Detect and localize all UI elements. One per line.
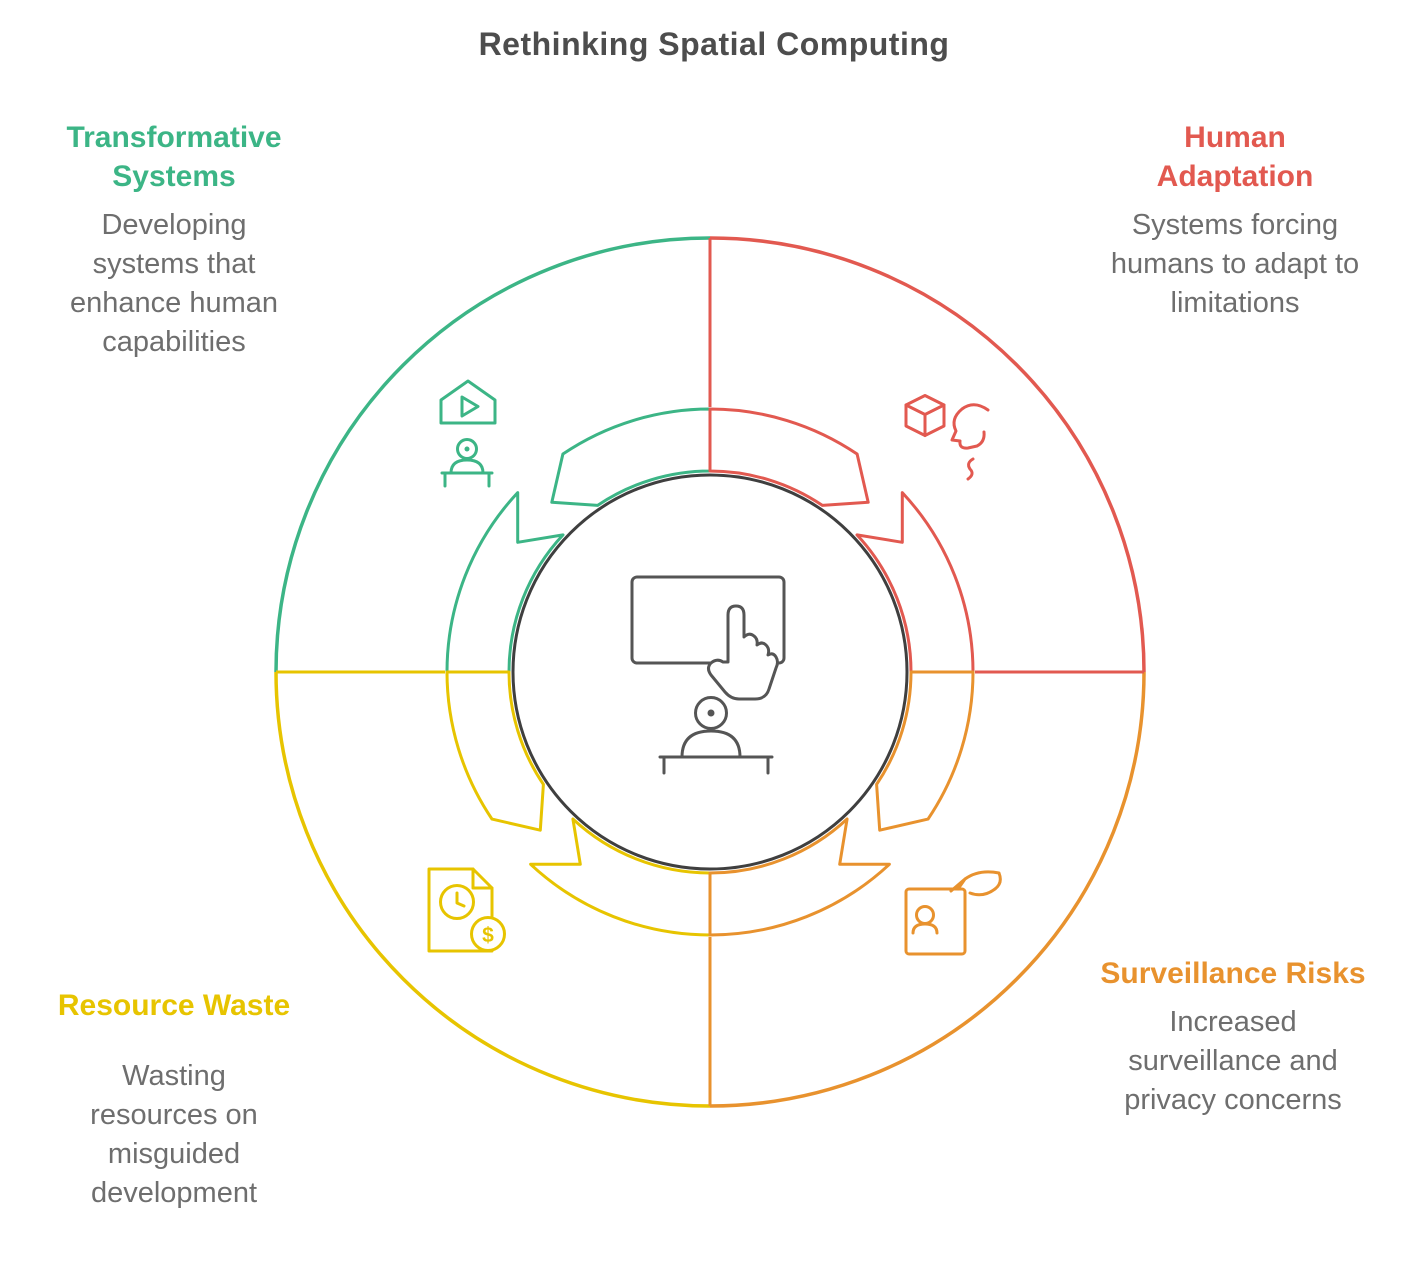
desk-icon: [658, 755, 774, 775]
head-squiggle-icon: [966, 457, 975, 481]
quadrant-label-transformative-systems: Transformative Systems Developing system…: [18, 118, 330, 361]
home-video-person-icon: [439, 379, 497, 488]
outer-arc-human-adaptation: [709, 236, 1146, 673]
person-head-dot: [464, 446, 470, 452]
band-tail-human-adaptation: [855, 491, 975, 674]
person-body-icon: [449, 458, 485, 475]
cube-left-icon: [904, 403, 927, 437]
clock-hands-icon: [455, 891, 466, 908]
band-arrow-human-adaptation: [708, 407, 870, 507]
outer-arc-transformative-systems: [274, 236, 711, 673]
dollar-symbol: $: [482, 924, 494, 947]
ring-layer: [274, 236, 1146, 1108]
quadrant-description: Developing systems that enhance human ca…: [70, 209, 278, 358]
house-icon: [439, 379, 497, 425]
outer-arc-resource-waste: [274, 671, 711, 1108]
user-body-icon: [680, 729, 742, 759]
quadrant-description: Increased surveillance and privacy conce…: [1124, 1006, 1342, 1116]
touch-hand-icon: [707, 604, 779, 701]
page-title: Rethinking Spatial Computing: [478, 26, 950, 62]
band-tail-transformative-systems: [445, 491, 565, 674]
user-head-icon: [694, 696, 728, 730]
reaching-hand-icon: [949, 870, 1002, 897]
id-card-icon: [904, 887, 967, 956]
quadrant-label-surveillance-risks: Surveillance Risks Increased surveillanc…: [1072, 954, 1394, 1120]
document-fold-icon: [471, 867, 494, 890]
cube-head-icon: [904, 394, 990, 481]
cube-top-icon: [904, 394, 946, 416]
screen-icon: [630, 575, 786, 665]
quadrant-title: Transformative Systems: [66, 121, 282, 193]
id-photo-body-icon: [911, 922, 939, 935]
quadrant-label-resource-waste: Resource Waste Wasting resources on misg…: [18, 986, 330, 1212]
coin-icon: [470, 916, 506, 952]
band-arrow-surveillance-risks: [875, 670, 975, 832]
user-head-dot: [707, 709, 715, 717]
quadrant-title: Resource Waste: [57, 989, 291, 1022]
quadrant-description: Wasting resources on misguided developme…: [90, 1060, 258, 1209]
clock-icon: [439, 884, 475, 920]
outer-arc-surveillance-risks: [709, 671, 1146, 1108]
center-circle: [511, 473, 909, 871]
touchscreen-user-icon: [630, 575, 786, 775]
play-icon: [460, 395, 480, 418]
quadrant-title: Human Adaptation: [1156, 121, 1314, 193]
band-arrow-transformative-systems: [550, 407, 712, 507]
id-card-hand-icon: [904, 870, 1002, 956]
quadrant-title: Surveillance Risks: [1100, 957, 1366, 990]
small-desk-icon: [440, 471, 494, 488]
band-arrow-resource-waste: [445, 670, 545, 832]
band-tail-resource-waste: [529, 817, 712, 937]
head-profile-icon: [950, 403, 990, 450]
id-photo-head-icon: [915, 905, 935, 925]
cube-right-icon: [923, 403, 946, 437]
quadrant-description: Systems forcing humans to adapt to limit…: [1110, 209, 1360, 319]
quadrant-label-human-adaptation: Human Adaptation Systems forcing humans …: [1076, 118, 1394, 323]
document-clock-coin-icon: $: [427, 867, 506, 953]
band-tail-surveillance-risks: [708, 817, 891, 937]
document-icon: [427, 867, 494, 953]
